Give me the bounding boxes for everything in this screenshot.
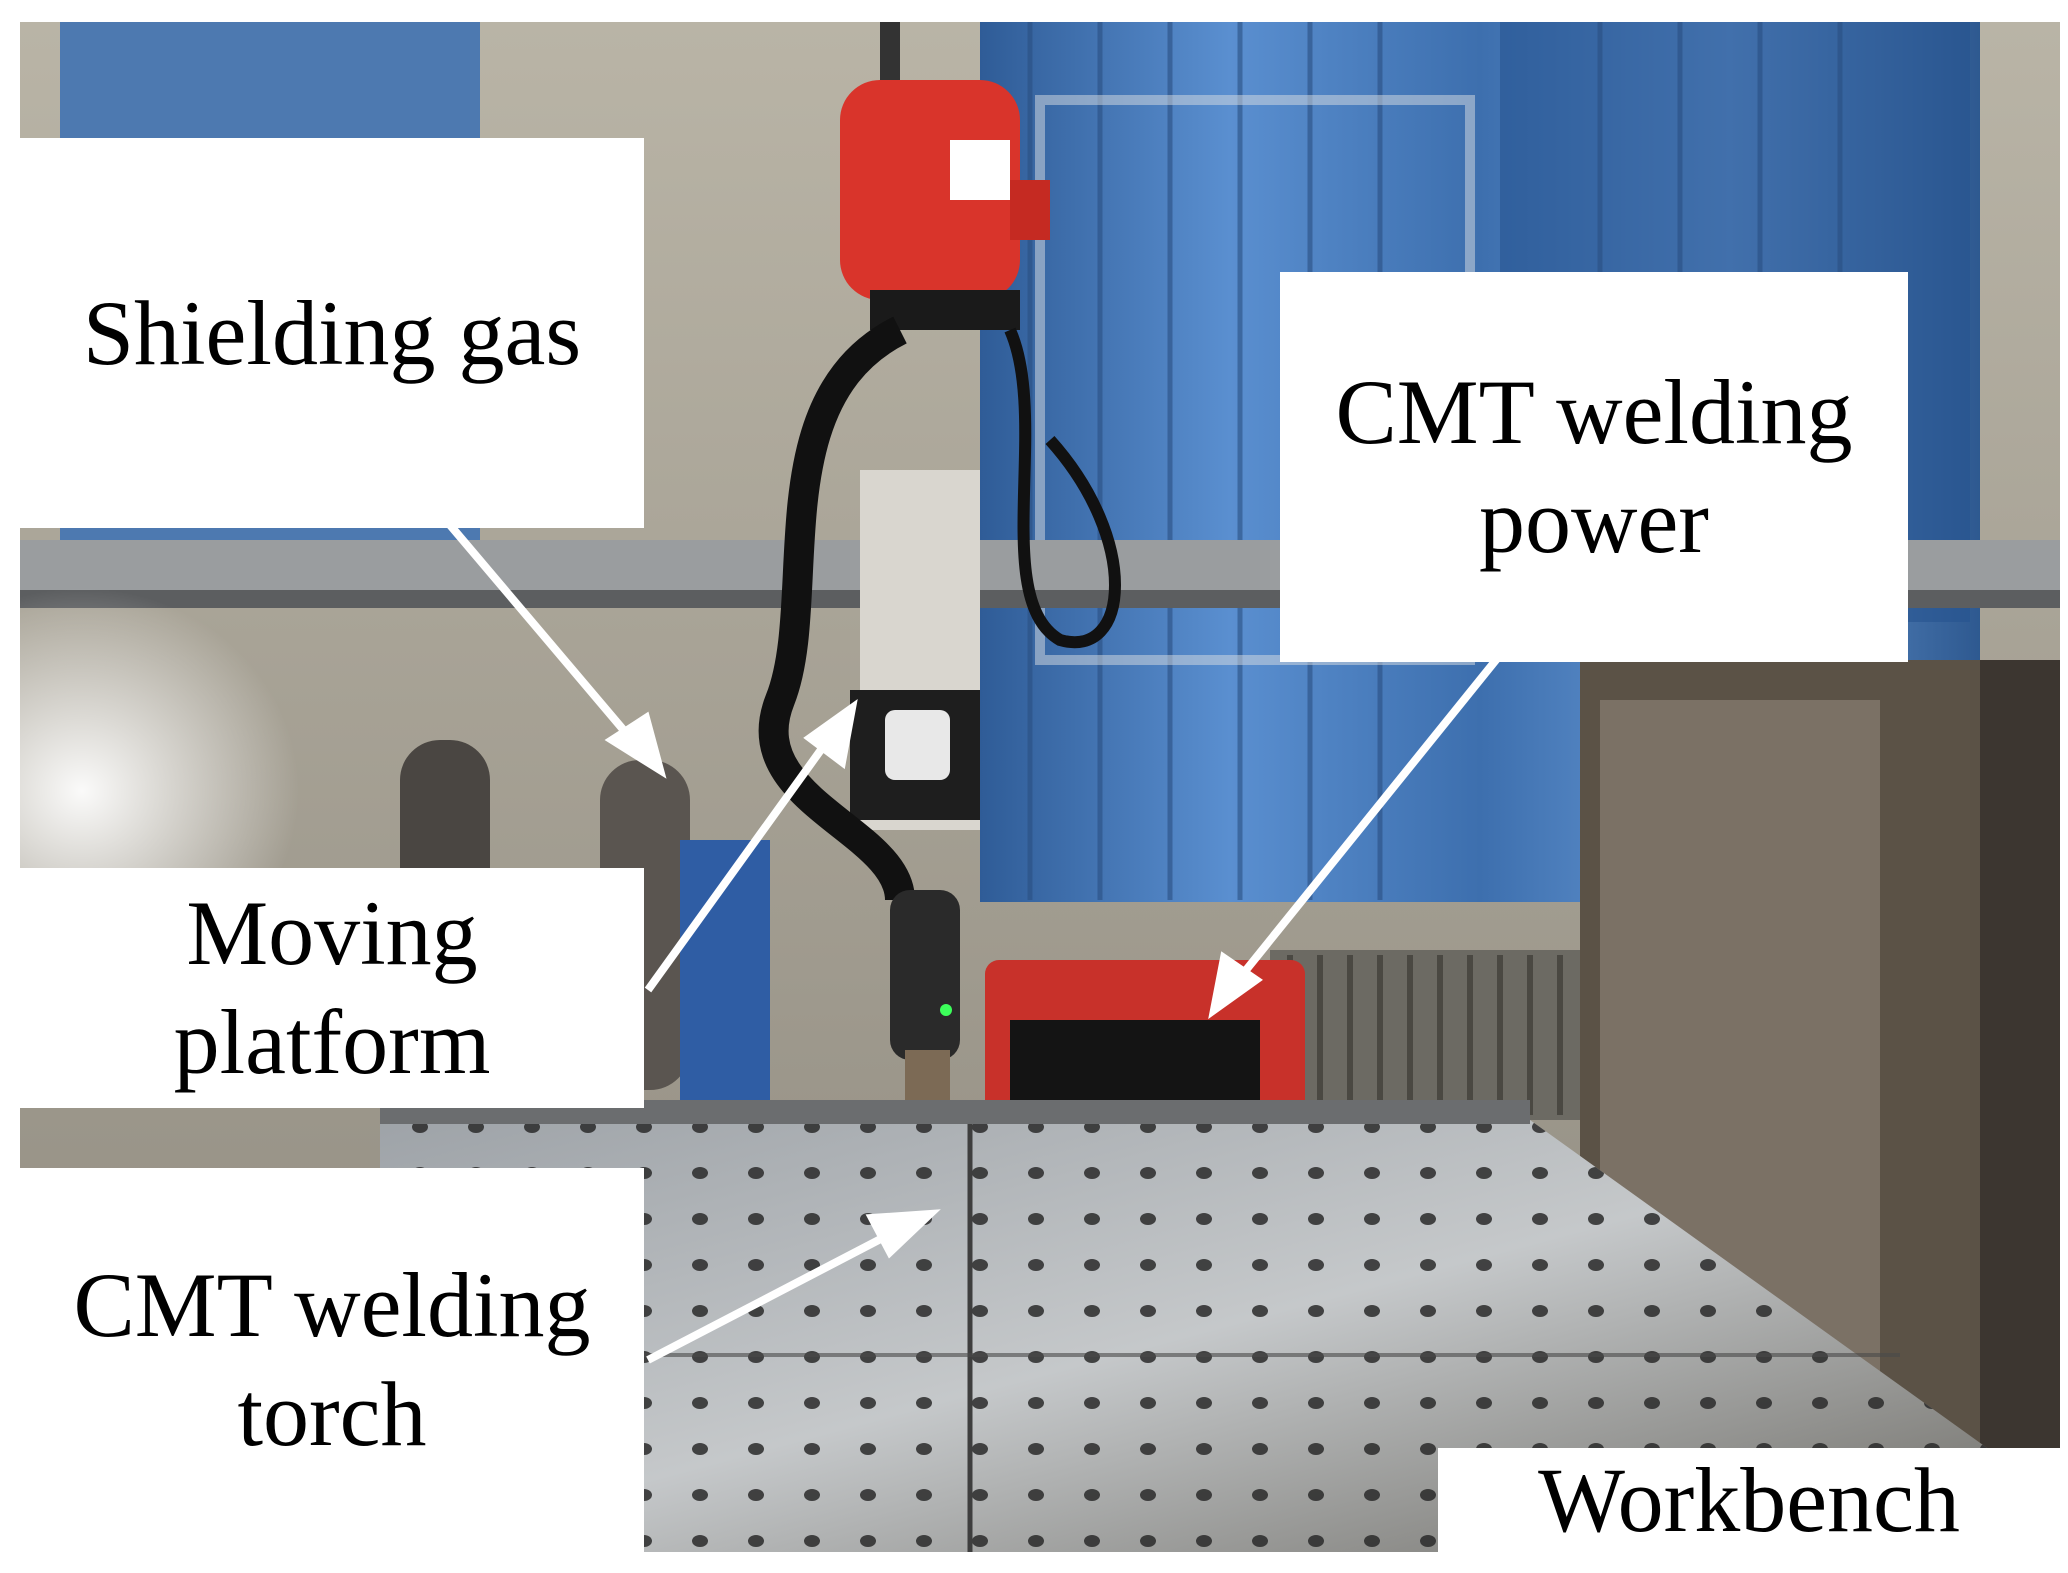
label-cmt-welding-power-line2: power [1479, 470, 1709, 572]
arrow-head-shielding-gas [604, 711, 667, 779]
label-shielding-gas-text: Shielding gas [82, 281, 582, 384]
label-workbench: Workbench [1438, 1448, 2060, 1552]
label-cmt-welding-torch-line1: CMT welding [73, 1254, 591, 1357]
label-moving-platform-line2: platform [173, 991, 491, 1093]
arrow-head-welding-power [1208, 951, 1263, 1020]
label-shielding-gas: Shielding gas [20, 138, 644, 528]
label-cmt-welding-torch-line2: torch [237, 1363, 427, 1465]
arrow-head-moving-platform [803, 698, 858, 770]
annotation-arrows [446, 522, 1504, 1364]
label-workbench-text: Workbench [1538, 1448, 1960, 1551]
arrow-welding-power [1234, 652, 1504, 983]
arrow-head-welding-torch [865, 1209, 941, 1259]
label-cmt-welding-power: CMT welding power [1280, 272, 1908, 662]
label-cmt-welding-torch: CMT welding torch [20, 1168, 644, 1552]
arrow-shielding-gas [446, 522, 636, 743]
arrow-welding-torch [646, 1226, 900, 1364]
label-cmt-welding-power-line1: CMT welding [1335, 361, 1853, 464]
arrow-moving-platform [644, 737, 832, 993]
label-moving-platform-line1: Moving [186, 882, 478, 985]
label-moving-platform: Moving platform [20, 868, 644, 1108]
